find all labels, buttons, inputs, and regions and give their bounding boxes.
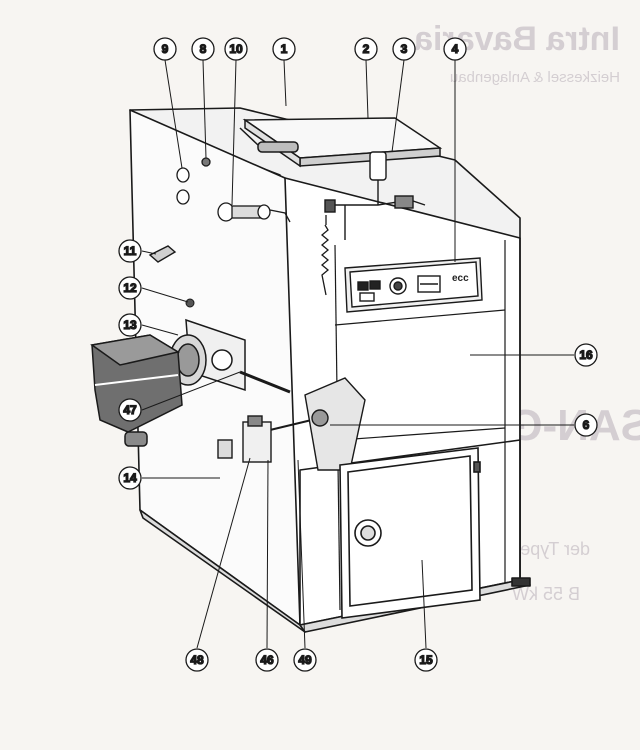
ghost-line-5: B 55 kW [512, 584, 580, 604]
callout-47-label: 47 [123, 403, 137, 417]
callout-1: 1 [272, 37, 296, 61]
callout-10-label: 10 [229, 42, 243, 56]
callout-11: 11 [118, 239, 142, 263]
callout-16: 16 [574, 343, 598, 367]
draft-regulator-spring [320, 215, 330, 296]
lower-linkage-parts [217, 415, 272, 463]
callout-markers: 9 8 10 1 2 3 4 11 12 13 16 47 6 14 48 46… [118, 37, 598, 672]
callout-14-label: 14 [123, 471, 137, 485]
callout-2: 2 [354, 37, 378, 61]
callout-4: 4 [443, 37, 467, 61]
top-lid [239, 117, 443, 168]
callout-46: 46 [255, 648, 279, 672]
callout-49: 49 [293, 648, 317, 672]
callout-14: 14 [118, 466, 142, 490]
callout-9-label: 9 [162, 42, 169, 56]
callout-10: 10 [224, 37, 248, 61]
control-panel-brand: ecc [452, 273, 469, 284]
callout-4-label: 4 [452, 42, 459, 56]
callout-11-label: 11 [124, 244, 137, 258]
callout-13-label: 13 [123, 318, 137, 332]
callout-2-label: 2 [363, 42, 370, 56]
callout-6-label: 6 [583, 418, 590, 432]
callout-6: 6 [574, 413, 598, 437]
callout-1-label: 1 [281, 42, 288, 56]
callout-15-label: 15 [419, 653, 433, 667]
callout-9: 9 [153, 37, 177, 61]
callout-48: 48 [185, 648, 209, 672]
callout-46-label: 46 [260, 653, 274, 667]
callout-16-label: 16 [579, 348, 593, 362]
handle-lever [148, 245, 177, 263]
callout-49-label: 49 [298, 653, 312, 667]
callout-12: 12 [118, 276, 142, 300]
callout-12-label: 12 [123, 281, 137, 295]
small-knob [185, 298, 195, 308]
callout-8: 8 [191, 37, 215, 61]
control-panel: ecc [344, 257, 483, 313]
callout-13: 13 [118, 313, 142, 337]
leader-lines [141, 59, 574, 649]
callout-3: 3 [392, 37, 416, 61]
ash-door-hinge [304, 377, 366, 471]
side-fittings [176, 157, 291, 223]
callout-48-label: 48 [190, 653, 204, 667]
callout-47: 47 [118, 398, 142, 422]
ash-door [339, 447, 481, 619]
burner-assembly [90, 318, 246, 447]
thermostat-sensor [324, 151, 426, 240]
callout-8-label: 8 [200, 42, 207, 56]
ghost-line-2: Heizkessel & Anlagenbau [450, 69, 620, 86]
callout-15: 15 [414, 648, 438, 672]
callout-3-label: 3 [401, 42, 408, 56]
